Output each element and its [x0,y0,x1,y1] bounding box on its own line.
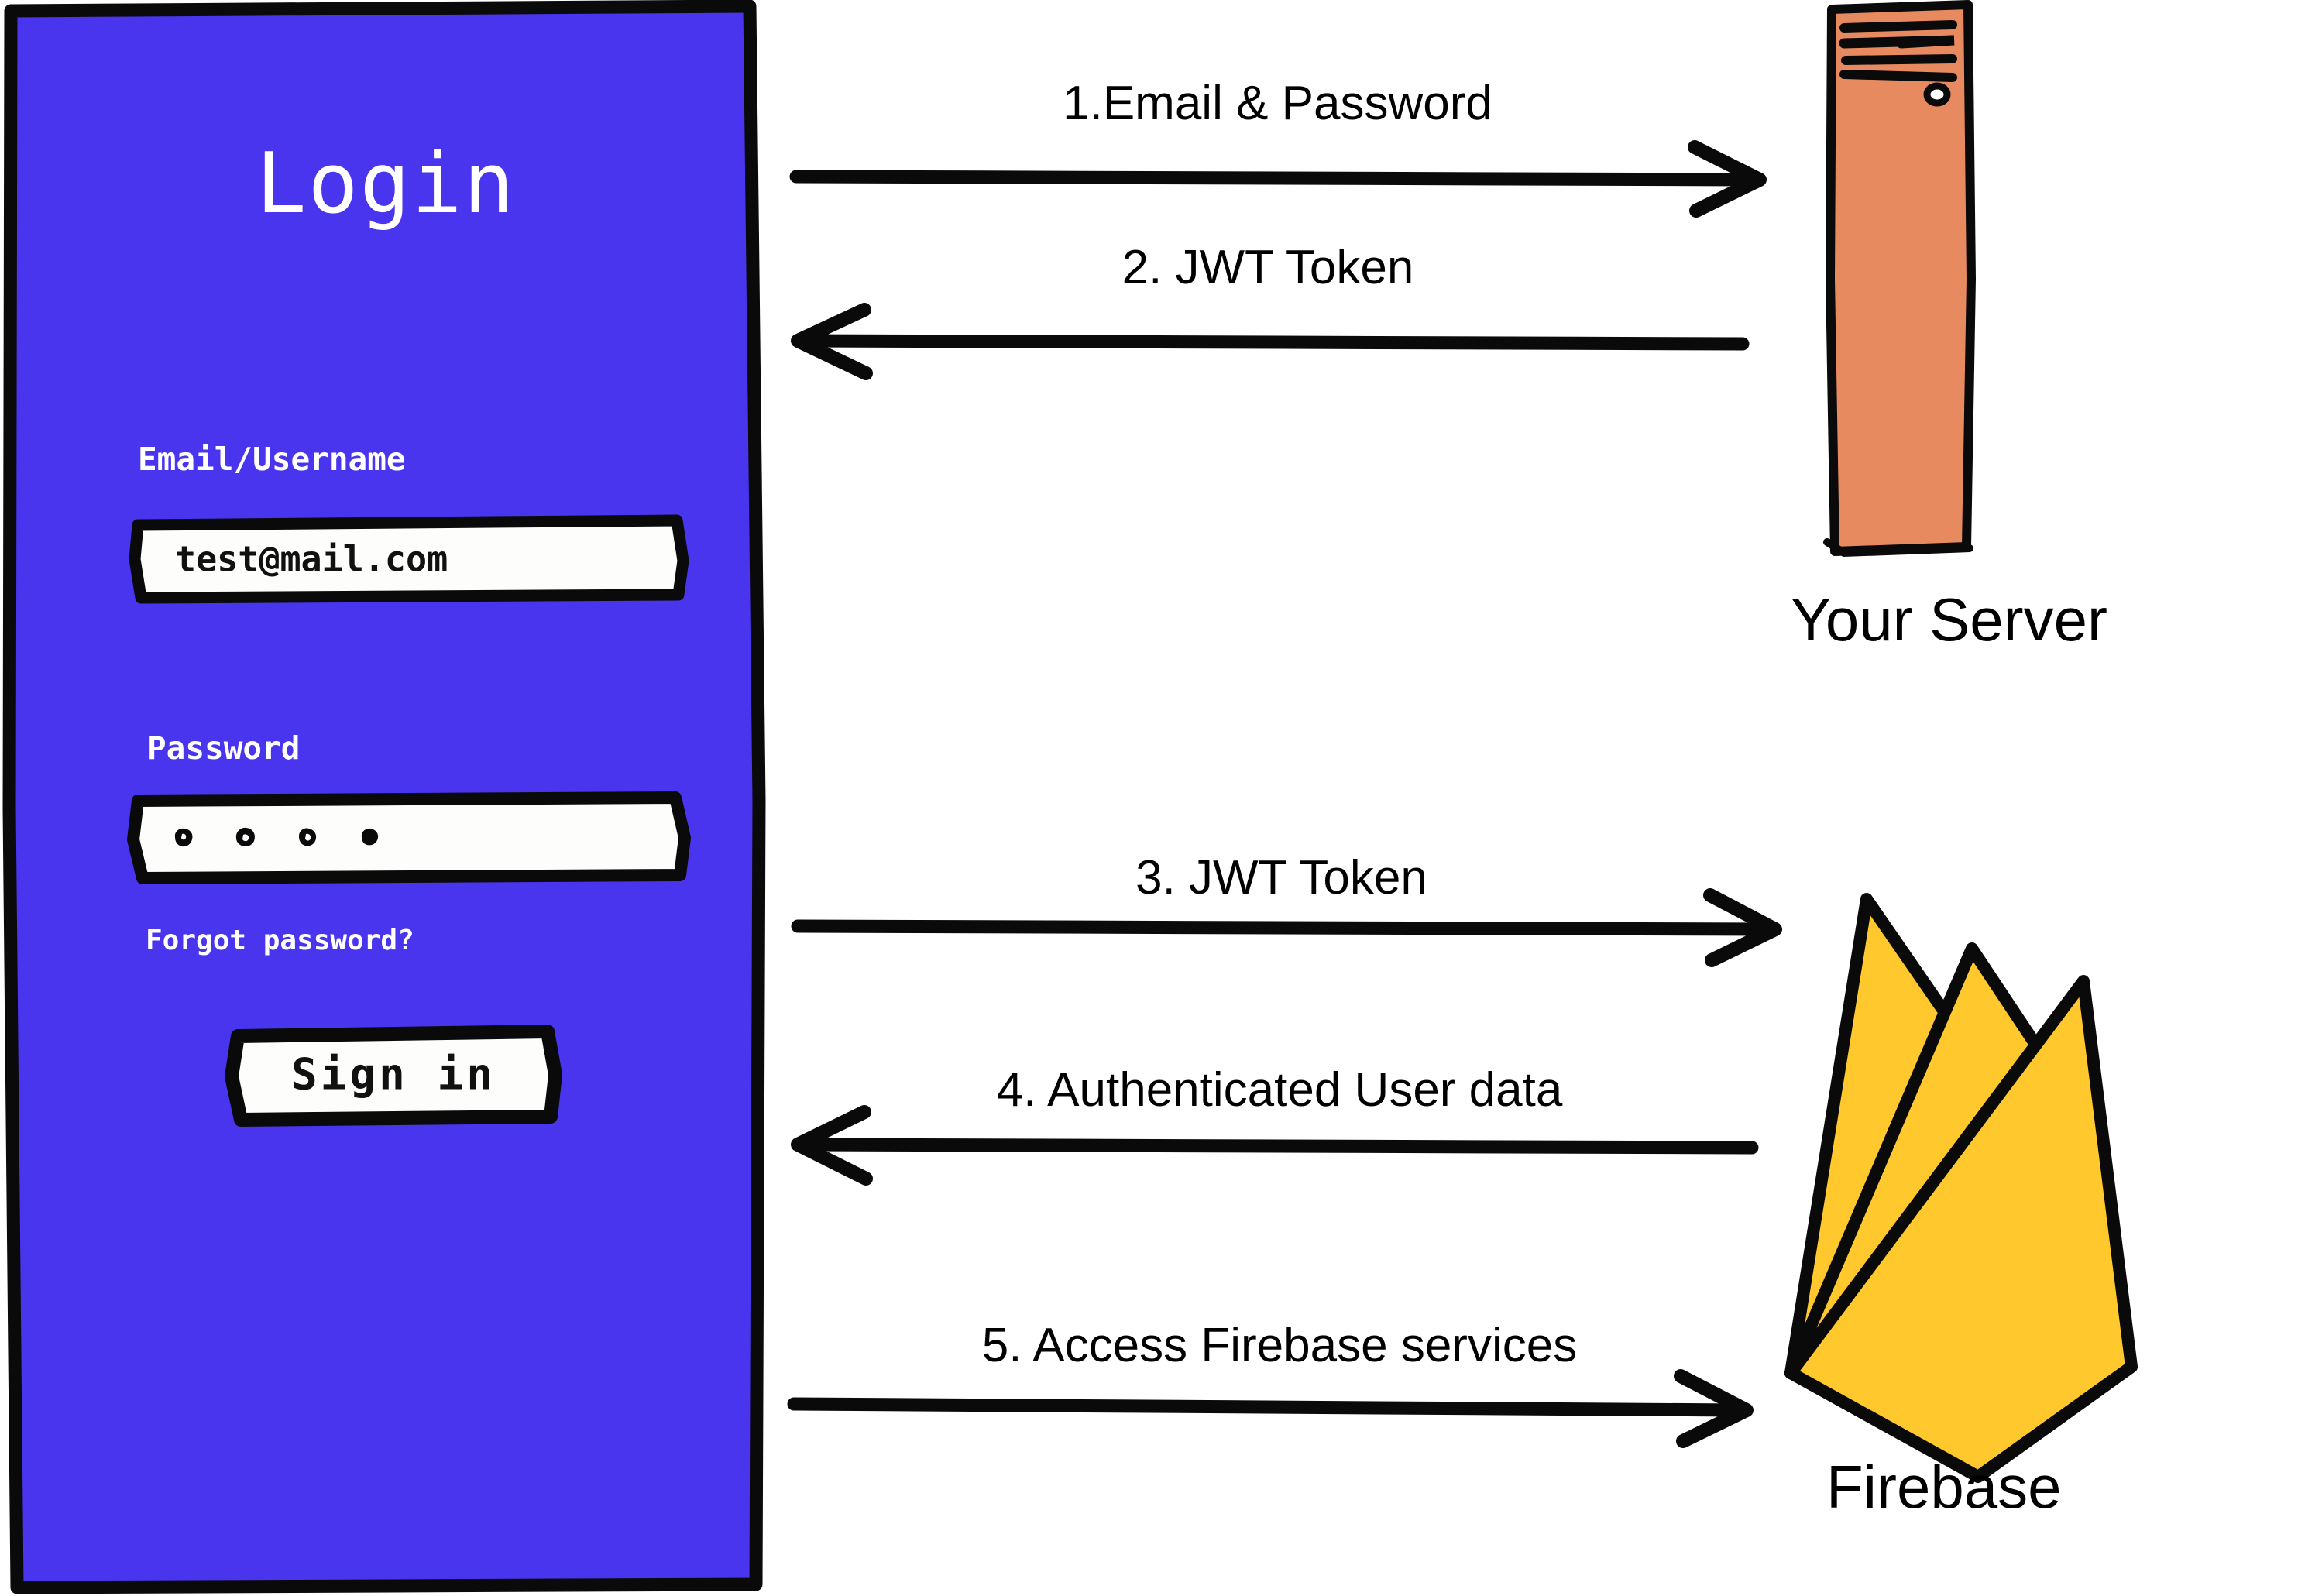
arrow-left-icon [791,303,1750,380]
server-tower-graphic [1823,0,1976,558]
forgot-password-link[interactable]: Forgot password? [146,925,414,956]
password-input-box [127,791,691,884]
flow-arrow-2 [782,296,1766,389]
firebase-caption: Firebase [1826,1453,2062,1521]
sign-in-button-box [225,1025,562,1127]
flow-label-5: 5. Access Firebase services [981,1319,1578,1372]
server-tower-icon [1823,0,2056,565]
flow-arrow-4 [782,1100,1774,1193]
flow-label-4: 4. Authenticated User data [996,1063,1563,1117]
flow-arrow-5 [778,1359,1778,1452]
password-input[interactable] [127,791,691,884]
sign-in-button[interactable]: Sign in [225,1025,562,1127]
server-vent-line [1839,35,1955,49]
server-vent-line [1839,70,1957,82]
email-field-label: Email/Username [138,441,406,478]
email-input-box [129,514,689,604]
email-input[interactable]: test@mail.com [129,514,689,604]
arrow-right-icon [791,888,1782,967]
server-power-button-icon [1923,82,1951,107]
firebase-flame-graphic [1784,893,2138,1483]
password-field-label: Password [147,729,301,767]
server-vent-line [1839,20,1957,33]
flow-label-3: 3. JWT Token [1135,851,1427,904]
page-title: Login [256,136,516,232]
server-body [1826,0,1976,556]
arrow-right-icon [787,1369,1754,1448]
firebase-flame-icon [1781,887,2215,1483]
server-caption: Your Server [1791,585,2108,654]
arrow-left-icon [791,1105,1759,1186]
flow-arrow-1 [782,132,1789,225]
arrow-right-icon [789,140,1767,218]
flow-label-1: 1.Email & Password [1063,77,1492,130]
firebase-blade-right [1784,975,2138,1483]
flow-label-2: 2. JWT Token [1122,241,1414,294]
login-screen-mockup: Login Email/Username test@mail.com Passw… [2,0,766,1594]
server-base-shadow [1823,538,1973,558]
flow-arrow-3 [782,883,1789,976]
server-vent-line [1841,54,1957,65]
